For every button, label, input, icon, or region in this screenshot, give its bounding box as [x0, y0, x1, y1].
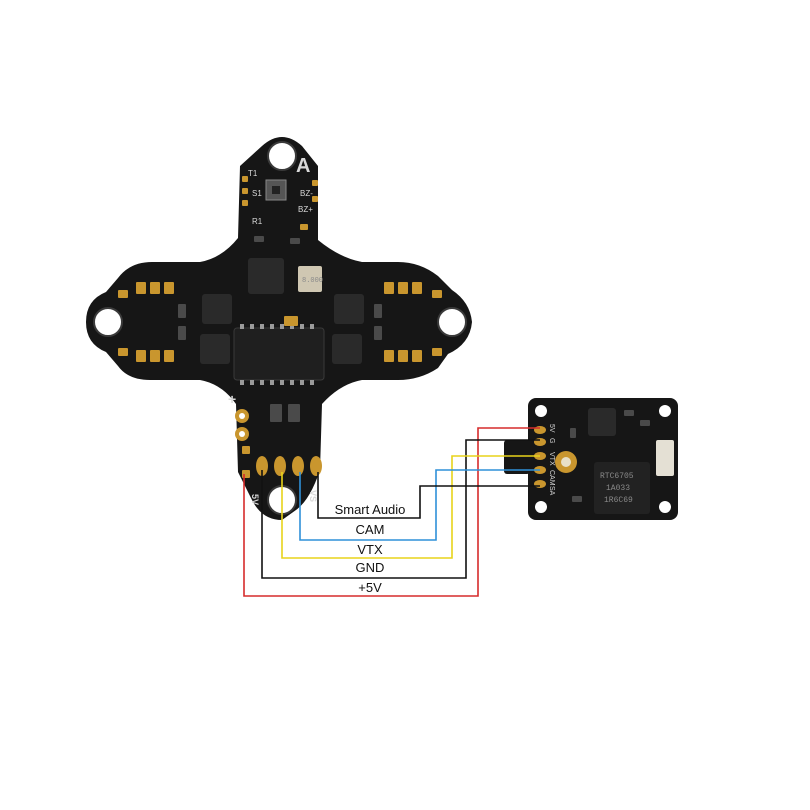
fc-mcu [233, 327, 325, 381]
silk-bz-minus: BZ- [300, 189, 313, 198]
fc-chip-left [202, 294, 232, 324]
silk-r1: R1 [252, 217, 263, 226]
vtx-chip-line-2: 1A033 [606, 484, 630, 493]
fc-vtx-pads [256, 456, 322, 476]
vtx-wire-tab [504, 440, 530, 474]
silk-pad-vs: VS [308, 490, 318, 502]
vtx-side-connector [656, 440, 674, 476]
fc-crystal [298, 266, 322, 292]
vtx-chip-line-1: RTC6705 [600, 472, 634, 481]
vtx-chip-small [588, 408, 616, 436]
label-cam: CAM [356, 522, 385, 537]
silk-bz-plus: BZ+ [298, 205, 313, 214]
vtx-silk-vtx: VTX [548, 452, 555, 466]
fc-battery-pad-hole-2 [239, 431, 245, 437]
fc-chip-right [334, 294, 364, 324]
vtx-silk-5v: 5V [548, 424, 555, 433]
label-vtx: VTX [357, 542, 383, 557]
wire-smart-audio [317, 472, 540, 519]
label-gnd: GND [356, 560, 385, 575]
fc-logo: A [296, 155, 310, 177]
label-5v: +5V [358, 580, 382, 595]
fc-chip-top [248, 258, 284, 294]
vtx-mount-hole-tl [535, 405, 547, 417]
vtx-mount-hole-br [659, 501, 671, 513]
fc-chip-right-low [332, 334, 362, 364]
vtx-module: 5V G VTX CAM SA RTC6705 1A033 1R6C69 [504, 398, 678, 520]
vtx-passives [570, 410, 650, 502]
fc-battery-pad-hole-1 [239, 413, 245, 419]
silk-s1: S1 [252, 189, 262, 198]
wire-cam [299, 469, 540, 541]
fc-chip-left-low [200, 334, 230, 364]
vtx-mount-hole-tr [659, 405, 671, 417]
silk-plus: + [228, 391, 236, 407]
wire-vtx [281, 455, 540, 559]
wire-labels: Smart Audio CAM VTX GND +5V [335, 502, 406, 595]
vtx-mount-hole-bl [535, 501, 547, 513]
flight-controller-board: A T1 S1 R1 BZ- BZ+ + 8.000 [86, 137, 472, 520]
mount-hole-right [437, 307, 467, 337]
wire-gnd [261, 439, 540, 579]
vtx-silk-sa: SA [548, 486, 555, 496]
fc-crystal-label: 8.000 [302, 277, 323, 285]
wires [243, 427, 540, 597]
fc-small-part [284, 316, 298, 326]
fc-motor-pads-left [118, 282, 174, 362]
mount-hole-top [267, 141, 297, 171]
vtx-chip-main [594, 462, 650, 514]
vtx-silk-cam: CAM [548, 470, 555, 486]
silk-t1: T1 [248, 169, 258, 178]
fc-top-pads [242, 176, 318, 230]
vtx-silk-gnd: G [548, 438, 555, 443]
fc-mcu-pins [240, 324, 314, 385]
vtx-antenna-connector-inner [561, 457, 571, 467]
mount-hole-left [93, 307, 123, 337]
fc-button-center [272, 186, 280, 194]
wire-5v [243, 427, 540, 597]
silk-pad-5v: 5V [250, 494, 260, 505]
vtx-chip-line-3: 1R6C69 [604, 496, 633, 505]
fc-passives [178, 236, 382, 422]
label-smart-audio: Smart Audio [335, 502, 406, 517]
fc-motor-pads-right [384, 282, 442, 362]
